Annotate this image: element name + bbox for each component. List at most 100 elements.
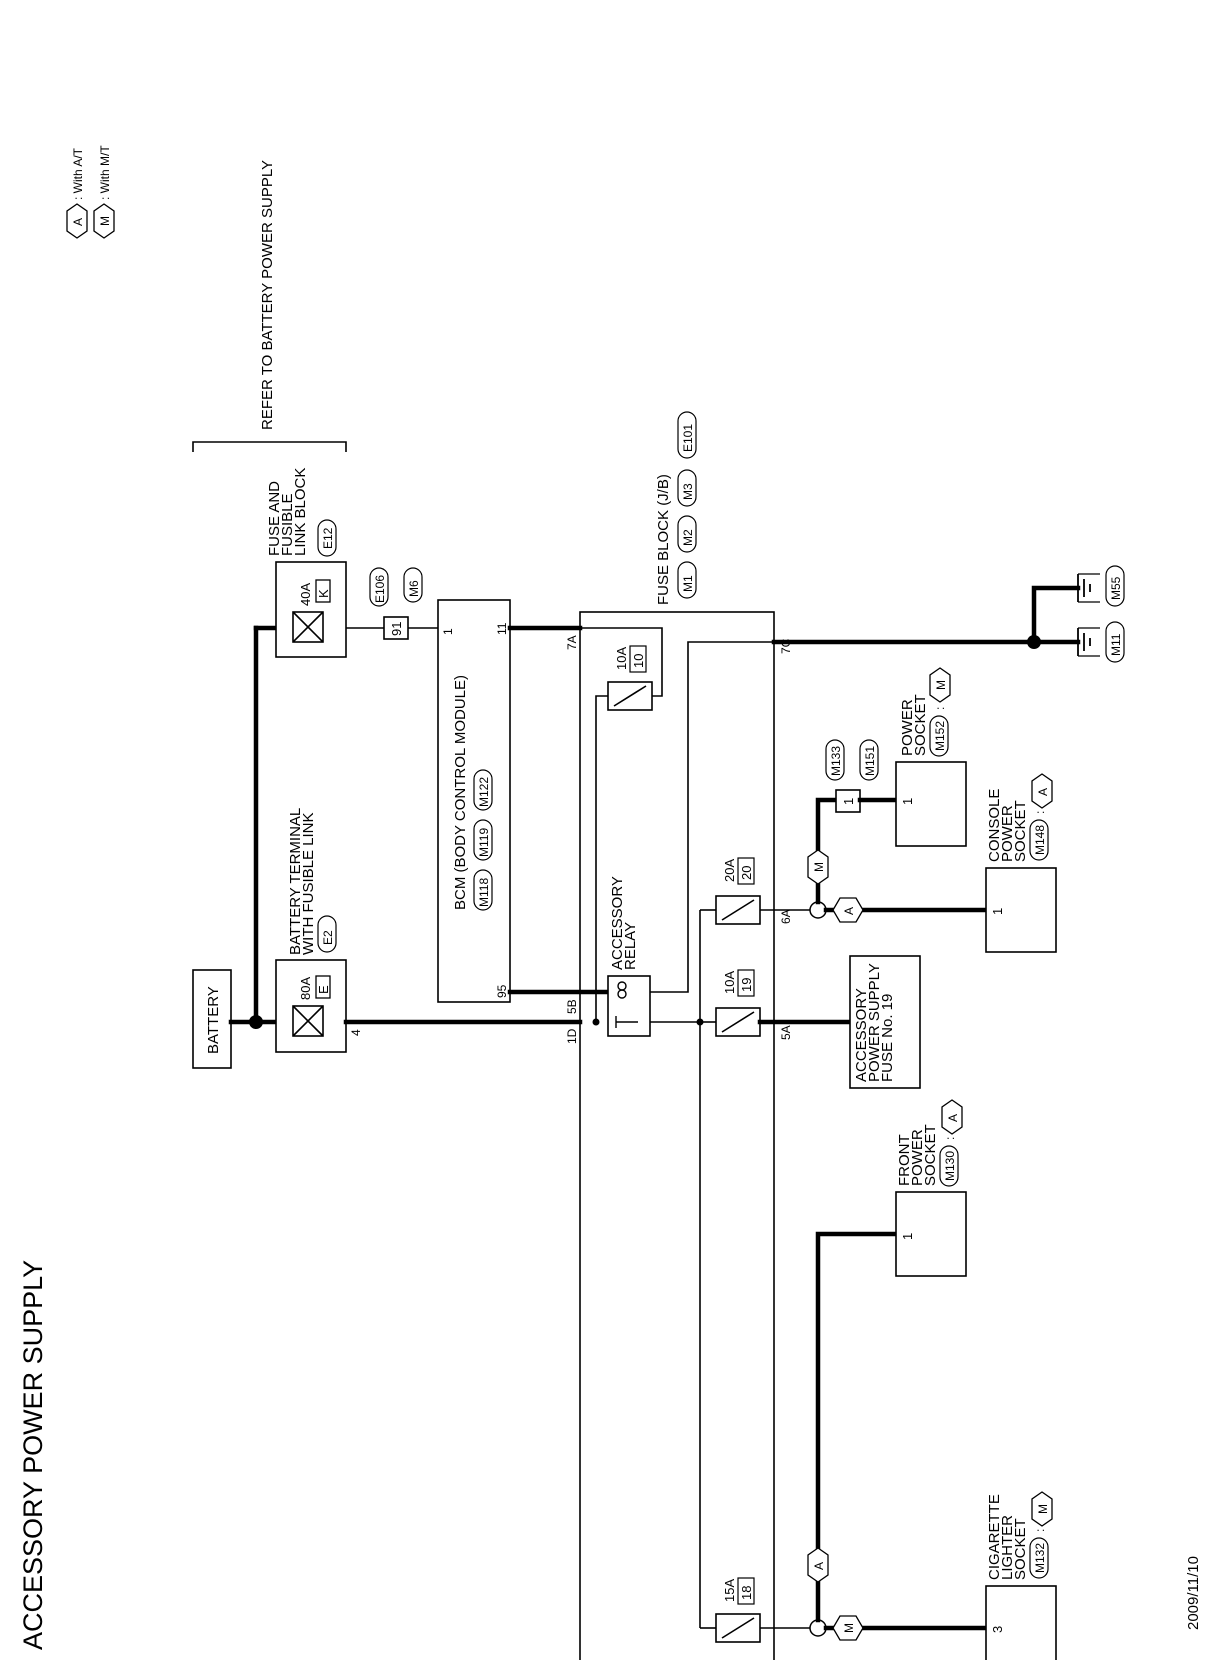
connector-m132: M132 xyxy=(1029,1537,1049,1579)
connector-e106: E106 xyxy=(369,567,389,607)
console-power-socket-box xyxy=(985,867,1057,953)
fuse-20-rating: 20A xyxy=(722,859,737,882)
connector-m55: M55 xyxy=(1105,565,1125,607)
accessory-note-box xyxy=(849,955,921,1089)
console-power-socket-variant-mark xyxy=(1031,773,1053,809)
legend-a-label: : With A/T xyxy=(71,147,85,200)
svg-text:E106: E106 xyxy=(373,575,387,603)
fuse-20-number: 20 xyxy=(739,866,754,880)
power-socket-variant-mark xyxy=(929,667,951,703)
ground-m55-symbol xyxy=(1077,573,1100,603)
svg-text:M151: M151 xyxy=(863,746,877,776)
branch-7b-node xyxy=(809,1619,827,1637)
fuse-10-to-relay-wire xyxy=(595,695,608,1022)
front-power-socket-variant: A xyxy=(946,1114,960,1122)
fusible-link-80a-letter: E xyxy=(316,985,331,994)
connector-m1: M1 xyxy=(677,561,697,599)
relay-coil xyxy=(617,981,627,999)
fusible-link-40a-letter-box xyxy=(315,579,331,603)
ground-m11-symbol xyxy=(1077,627,1100,657)
accessory-note-line-1: ACCESSORY xyxy=(853,988,870,1082)
battery-terminal-label-1: BATTERY TERMINAL xyxy=(287,808,304,955)
ground-m55-wire xyxy=(1031,585,1081,645)
cigarette-lighter-socket-variant-mark xyxy=(1031,1491,1053,1527)
cigarette-lighter-socket-variant: M xyxy=(1036,1504,1050,1514)
connector-m118: M118 xyxy=(473,869,493,911)
accessory-note-line-2: POWER SUPPLY xyxy=(866,963,883,1082)
pin-5a: 5A xyxy=(779,1025,793,1040)
revision-date: 2009/11/10 xyxy=(1185,1556,1202,1630)
fuse-19-number: 19 xyxy=(739,978,754,992)
accessory-note-line-3: FUSE No. 19 xyxy=(879,994,896,1082)
fusible-link-80a-symbol xyxy=(292,1005,324,1037)
fuse-18-rating: 15A xyxy=(722,1579,737,1602)
legend-m-mark xyxy=(93,203,115,239)
front-power-socket-box xyxy=(895,1191,967,1277)
branch-7b-m-text: M xyxy=(842,1623,856,1633)
pin-1d: 1D xyxy=(565,1028,579,1044)
fusible-link-80a-rating: 80A xyxy=(298,977,313,1000)
battery-box xyxy=(192,969,232,1069)
power-socket-pin: 1 xyxy=(900,798,915,805)
connector-m133: M133 xyxy=(825,739,845,781)
svg-text:M6: M6 xyxy=(407,580,421,597)
branch-7b-a-mark xyxy=(807,1547,829,1583)
svg-text:M130: M130 xyxy=(943,1151,957,1181)
fuse-block-label: FUSE BLOCK (J/B) xyxy=(655,474,672,605)
refer-bracket xyxy=(192,441,347,452)
front-power-socket-label-2: POWER xyxy=(909,1129,926,1186)
svg-text:E12: E12 xyxy=(321,527,335,549)
bcm-pin-1: 1 xyxy=(441,628,455,635)
cigarette-lighter-socket-box xyxy=(985,1585,1057,1660)
legend-m-label: : With M/T xyxy=(98,145,112,200)
svg-text:M11: M11 xyxy=(1109,633,1123,656)
svg-text:M122: M122 xyxy=(477,777,491,807)
branch-6a-m-wire xyxy=(815,797,839,905)
power-socket-label-2: SOCKET xyxy=(912,694,929,756)
fuse-20 xyxy=(715,895,761,925)
pin-6a: 6A xyxy=(779,909,793,924)
cigarette-lighter-socket-label-2: LIGHTER xyxy=(999,1515,1016,1580)
refer-note: REFER TO BATTERY POWER SUPPLY xyxy=(259,160,276,430)
svg-text:M119: M119 xyxy=(477,828,491,857)
connector-m130: M130 xyxy=(939,1145,959,1187)
pin-5b: 5B xyxy=(565,999,579,1014)
relay-switch xyxy=(615,1016,638,1028)
connector-m2: M2 xyxy=(677,515,697,553)
pin-7a: 7A xyxy=(565,635,579,650)
console-power-socket-pin: 1 xyxy=(990,908,1005,915)
legend-m-symbol: M xyxy=(98,216,112,226)
fuse-10-rating: 10A xyxy=(614,647,629,670)
diagram-title: ACCESSORY POWER SUPPLY xyxy=(18,1260,48,1650)
connector-m11: M11 xyxy=(1105,621,1125,663)
bcm-label: BCM (BODY CONTROL MODULE) xyxy=(452,675,469,910)
fuse-block-box xyxy=(579,611,775,1660)
branch-6a-a-mark xyxy=(832,897,864,923)
fusible-link-block-label-3: LINK BLOCK xyxy=(292,468,309,556)
branch-6a-m-text: M xyxy=(812,862,826,872)
battery-terminal-label-2: WITH FUSIBLE LINK xyxy=(300,812,317,955)
svg-text:M3: M3 xyxy=(681,483,695,500)
accessory-relay-box xyxy=(607,975,651,1037)
branch-7b-a-text: A xyxy=(812,1562,826,1570)
console-power-socket-label-3: SOCKET xyxy=(1012,800,1029,862)
branch-7b-a-wire xyxy=(815,1231,899,1623)
branch-7b-m-mark xyxy=(832,1615,864,1641)
bcm-pin-95: 95 xyxy=(495,984,509,998)
7a-to-fuse-10-wire xyxy=(580,627,663,697)
front-power-socket-variant-mark xyxy=(941,1099,963,1135)
fuse-10-number: 10 xyxy=(631,654,646,668)
console-power-socket-colon: : xyxy=(1033,811,1047,814)
connector-m148: M148 xyxy=(1029,819,1049,861)
svg-text:M2: M2 xyxy=(681,529,695,546)
legend-a-mark xyxy=(66,203,88,239)
fuse-18 xyxy=(715,1613,761,1643)
connector-e12: E12 xyxy=(317,519,337,557)
bcm-pin-11: 11 xyxy=(495,622,509,635)
svg-text:M132: M132 xyxy=(1033,1543,1047,1573)
fuse-10-number-box xyxy=(629,645,647,673)
cigarette-lighter-socket-label-3: SOCKET xyxy=(1012,1518,1029,1580)
connector-e2: E2 xyxy=(317,915,337,953)
branch-6a-m-mark xyxy=(807,849,829,885)
power-socket-label-1: POWER xyxy=(899,699,916,756)
